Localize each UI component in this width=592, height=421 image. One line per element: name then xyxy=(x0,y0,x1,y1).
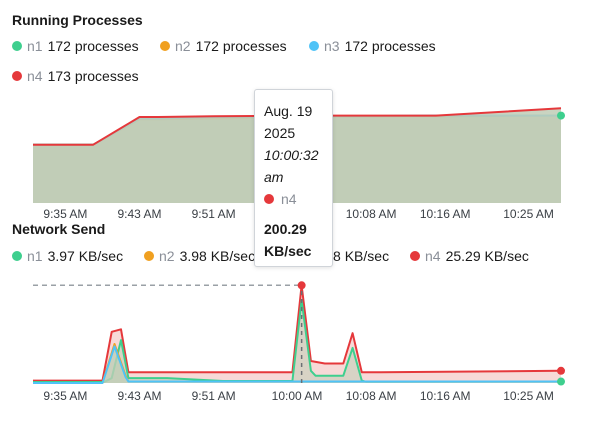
legend-series-name: n4 xyxy=(27,68,43,84)
legend-item-n2[interactable]: n2 172 processes xyxy=(160,38,287,54)
legend-item-n1[interactable]: n1 172 processes xyxy=(12,38,139,54)
x-tick-label: 10:08 AM xyxy=(346,207,397,220)
legend-item-n2[interactable]: n2 3.98 KB/sec xyxy=(144,248,255,264)
tooltip-time: 10:00:32 xyxy=(264,147,319,163)
running-processes-panel: Running Processes n1 172 processes n2 17… xyxy=(12,12,436,84)
x-tick-label: 9:43 AM xyxy=(118,207,162,220)
hover-point xyxy=(297,281,306,290)
legend-item-n1[interactable]: n1 3.97 KB/sec xyxy=(12,248,123,264)
legend-series-value: 172 processes xyxy=(344,38,436,54)
tooltip-series: n4 xyxy=(264,188,323,210)
legend-series-value: 3.98 KB/sec xyxy=(179,248,256,264)
n3-dot-icon xyxy=(309,41,319,51)
legend-series-value: 25.29 KB/sec xyxy=(445,248,529,264)
legend-series-name: n2 xyxy=(159,248,175,264)
x-tick-label: 9:43 AM xyxy=(118,389,162,403)
n2-dot-icon xyxy=(160,41,170,51)
tooltip-date: Aug. 19 xyxy=(264,103,313,119)
series-endpoint-n4 xyxy=(557,366,565,375)
tooltip-value-number: 200.29 xyxy=(264,221,307,237)
n4-dot-icon xyxy=(264,194,274,204)
x-tick-label: 9:35 AM xyxy=(43,207,87,220)
panel-title: Running Processes xyxy=(12,12,143,28)
series-line-n4 xyxy=(33,107,562,146)
x-tick-label: 10:25 AM xyxy=(503,389,554,403)
x-tick-label: 9:51 AM xyxy=(192,389,236,403)
x-tick-label: 10:00 AM xyxy=(272,389,323,403)
legend-item-n4[interactable]: n4 25.29 KB/sec xyxy=(410,248,529,264)
legend-series-name: n4 xyxy=(425,248,441,264)
legend-series-name: n1 xyxy=(27,248,43,264)
tooltip-value: 200.29 KB/sec xyxy=(264,218,323,262)
legend-item-n3[interactable]: n3 172 processes xyxy=(309,38,436,54)
tooltip-year: 2025 xyxy=(264,125,296,141)
series-line-n3 xyxy=(33,345,561,384)
x-tick-label: 10:16 AM xyxy=(420,207,471,220)
n4-dot-icon xyxy=(410,251,420,261)
x-tick-label: 9:35 AM xyxy=(43,389,87,403)
panel-title: Network Send xyxy=(12,221,106,237)
x-tick-label: 10:25 AM xyxy=(503,207,554,220)
legend-series-value: 3.97 KB/sec xyxy=(47,248,124,264)
hover-tooltip: Aug. 19 2025 10:00:32 am n4 200.29 KB/se… xyxy=(254,89,333,267)
x-tick-label: 10:16 AM xyxy=(420,389,471,403)
n1-dot-icon xyxy=(12,41,22,51)
legend-item-n4[interactable]: n4 173 processes xyxy=(12,68,139,84)
tooltip-ampm: am xyxy=(264,169,284,185)
legend-series-value: 173 processes xyxy=(47,68,139,84)
n2-dot-icon xyxy=(144,251,154,261)
legend-series-name: n2 xyxy=(175,38,191,54)
n1-dot-icon xyxy=(12,251,22,261)
legend-series-value: 172 processes xyxy=(47,38,139,54)
legend-series-value: 172 processes xyxy=(195,38,287,54)
tooltip-series-name: n4 xyxy=(281,191,297,207)
n4-dot-icon xyxy=(12,71,22,81)
legend-series-name: n1 xyxy=(27,38,43,54)
x-tick-label: 9:51 AM xyxy=(192,207,236,220)
series-endpoint-n1 xyxy=(557,111,565,120)
x-tick-label: 10:08 AM xyxy=(346,389,397,403)
tooltip-value-unit: KB/sec xyxy=(264,243,312,259)
legend-series-name: n3 xyxy=(324,38,340,54)
series-endpoint-n1 xyxy=(557,377,565,386)
